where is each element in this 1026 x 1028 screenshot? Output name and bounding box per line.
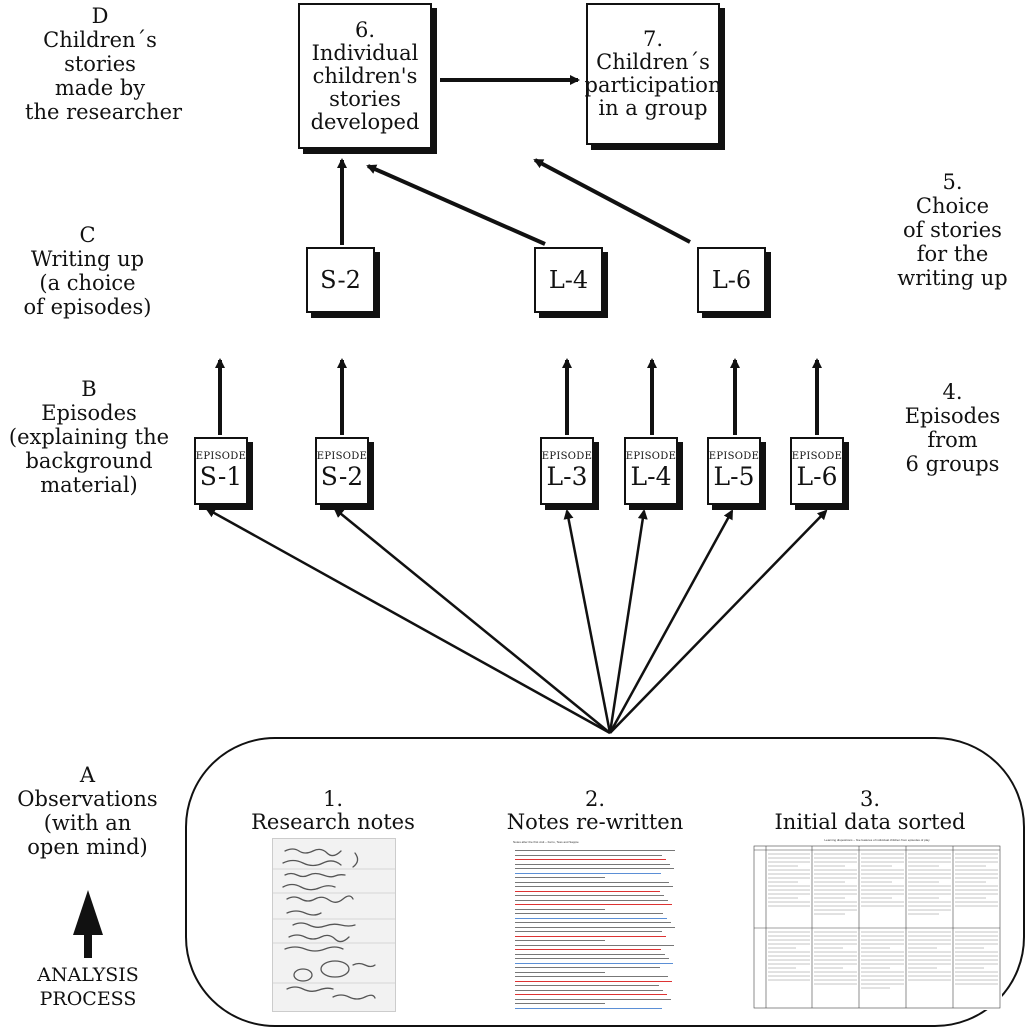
text-line: [515, 863, 670, 865]
text-line: [515, 976, 668, 978]
sorted-data-image: Learning dispositions – five features of…: [752, 836, 1002, 1010]
text-line: [515, 926, 675, 928]
text-line: [515, 859, 666, 861]
writeup-box-l6: L-6: [697, 247, 766, 313]
arrow-l6-to-7: [533, 158, 691, 244]
writeup-box-l4: L-4: [534, 247, 603, 313]
analysis-up-arrow: [73, 890, 103, 958]
text-line: [515, 935, 666, 937]
research-notes-image: [272, 838, 396, 1012]
text-line: [515, 872, 661, 874]
text-line: [515, 904, 672, 906]
arrow-obs-to-l6: [609, 509, 828, 734]
text-line: [515, 953, 665, 955]
text-line: [515, 962, 673, 964]
text-line: [515, 895, 664, 897]
text-line: [515, 944, 674, 946]
text-line: [515, 989, 663, 991]
text-line: [515, 922, 671, 924]
text-line: [515, 971, 605, 973]
sorted-data-title: Learning dispositions – five features of…: [824, 838, 930, 842]
text-line: [515, 967, 660, 969]
text-line: [515, 940, 605, 942]
text-line: [515, 868, 674, 870]
text-line: [515, 886, 673, 888]
text-line: [515, 1003, 605, 1005]
step-1-title: 1.Research notes: [251, 787, 415, 834]
text-line: [515, 877, 605, 879]
arrow-obs-to-s2: [333, 507, 611, 734]
text-line: [515, 913, 663, 915]
writeup-box-s2: S-2: [306, 247, 375, 313]
text-line: [515, 890, 660, 892]
text-line: [515, 881, 669, 883]
rewritten-notes-heading: Notes after the first visit – Ferro, Tes…: [513, 840, 579, 844]
text-line: [515, 985, 659, 987]
text-line: [515, 1007, 662, 1009]
text-line: [515, 998, 671, 1000]
arrow-obs-to-l5: [608, 509, 734, 734]
step-2-title: 2.Notes re-written: [506, 787, 684, 834]
text-line: [515, 854, 662, 856]
arrow-obs-to-l3: [563, 509, 612, 734]
text-line: [515, 994, 667, 996]
text-line: [515, 850, 675, 852]
step-3-title: 3.Initial data sorted: [774, 787, 966, 834]
rewritten-notes-image: Notes after the first visit – Ferro, Tes…: [509, 838, 683, 1014]
text-line: [515, 908, 605, 910]
arrow-obs-to-l4: [608, 509, 648, 734]
arrow-obs-to-s1: [205, 507, 611, 735]
text-line: [515, 931, 662, 933]
text-line: [515, 949, 661, 951]
text-line: [515, 958, 669, 960]
text-line: [515, 899, 668, 901]
text-line: [515, 917, 667, 919]
text-line: [515, 980, 672, 982]
arrow-l4-to-6: [366, 164, 546, 246]
